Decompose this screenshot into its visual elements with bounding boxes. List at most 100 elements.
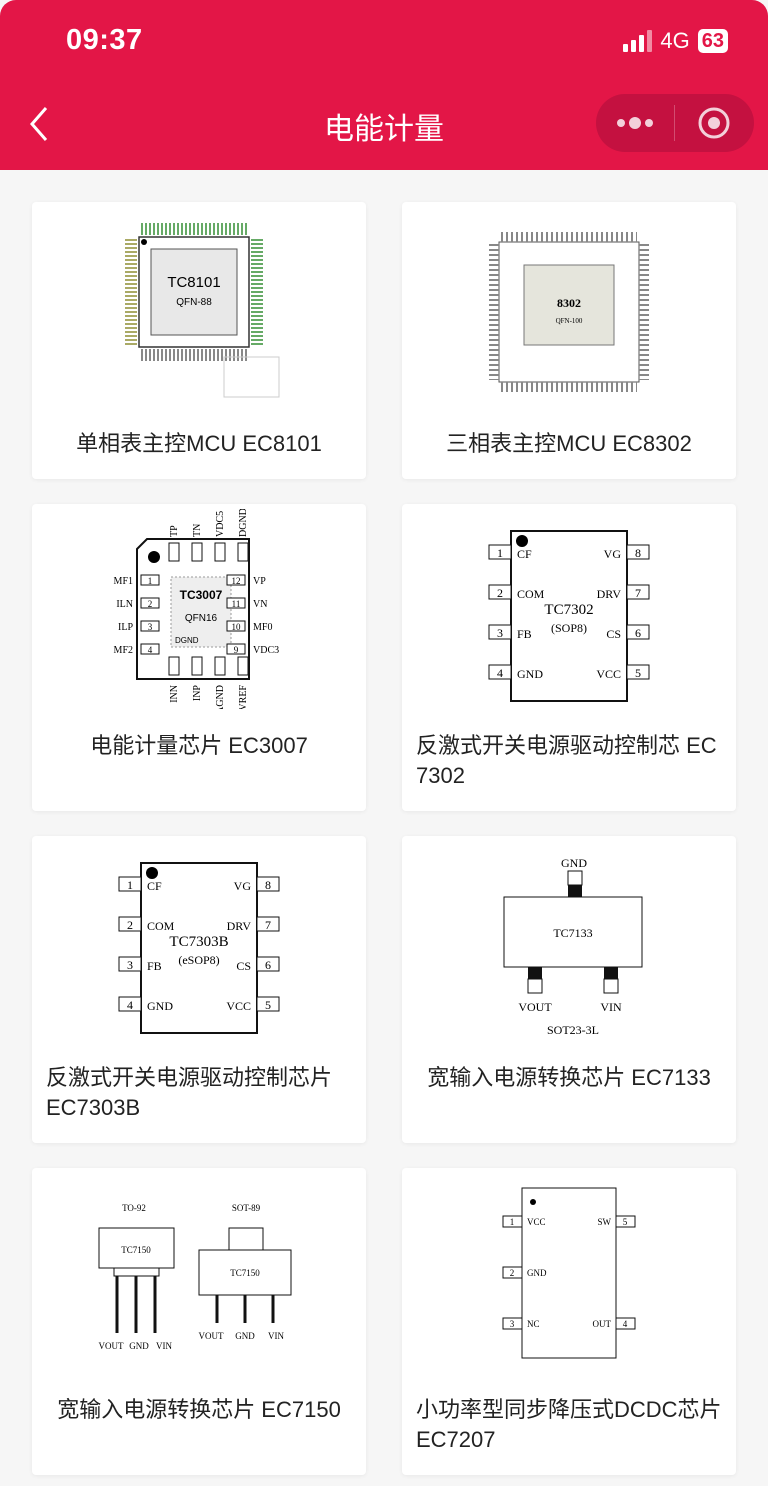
capsule-divider [674, 105, 675, 141]
back-button[interactable] [22, 104, 58, 144]
product-title: 电能计量芯片 EC3007 [90, 733, 308, 758]
chip-diagram-label: GND [235, 1331, 255, 1341]
chip-diagram-label: GND [561, 856, 587, 870]
product-image: TC8101 QFN-88 [32, 207, 366, 407]
chip-diagram-label: 3 [510, 1319, 515, 1329]
chip-diagram-label: AGND [215, 685, 226, 709]
chip-diagram-label: 5 [623, 1217, 628, 1227]
chip-diagram-label: 6 [635, 626, 641, 640]
chip-diagram-label: 1 [127, 878, 133, 892]
product-grid: TC8101 QFN-88 单相表主控MCU EC8101 8302 QFN-1… [32, 202, 736, 1475]
chip-diagram-label: COM [517, 587, 545, 601]
close-button[interactable] [675, 94, 753, 152]
chip-diagram-label: 1 [148, 576, 153, 586]
target-icon [698, 107, 730, 139]
chip-diagram-label: COM [147, 919, 175, 933]
chip-diagram-label: SW [598, 1217, 612, 1227]
chip-diagram-label: VG [604, 547, 622, 561]
mini-program-capsule [596, 94, 754, 152]
product-card[interactable]: GND TC7133 VOUT VIN SOT23-3L 宽输入电源转换芯片 E… [402, 836, 736, 1143]
product-title: 宽输入电源转换芯片 EC7133 [427, 1065, 711, 1090]
chip-diagram-label: DGND [238, 509, 249, 537]
chip-diagram-label: (SOP8) [551, 621, 587, 635]
chip-diagram-label: TN [192, 524, 203, 537]
product-title: 单相表主控MCU EC8101 [76, 431, 322, 456]
chip-diagram-label: 4 [148, 645, 153, 655]
chip-diagram-label: 11 [232, 599, 241, 609]
chip-diagram-label: CS [236, 959, 251, 973]
chip-diagram-label: 6 [265, 958, 271, 972]
chip-diagram-label: 2 [497, 586, 503, 600]
chip-diagram-label: OUT [593, 1319, 612, 1329]
chip-diagram-label: SOT23-3L [547, 1023, 599, 1037]
chip-diagram-label: TO-92 [122, 1203, 146, 1213]
chip-diagram-label: DRV [227, 919, 252, 933]
chip-diagram-label: 2 [148, 599, 153, 609]
chip-diagram-label: MF2 [114, 645, 133, 656]
chip-diagram-label: INN [169, 685, 180, 703]
chip-diagram-label: QFN-88 [176, 297, 212, 308]
chip-diagram-label: FB [517, 627, 532, 641]
chip-diagram-label: VOUT [199, 1331, 224, 1341]
chip-diagram-label: 1 [510, 1217, 515, 1227]
chip-diagram-label: TC7303B [169, 934, 228, 950]
chip-diagram-label: TC7302 [544, 602, 593, 618]
chip-diagram-label: 10 [232, 622, 242, 632]
chip-diagram-label: NC [527, 1319, 540, 1329]
chip-diagram-label: VREF [238, 685, 249, 709]
chip-diagram-label: SOT-89 [232, 1203, 261, 1213]
chip-diagram-label: (eSOP8) [178, 953, 219, 967]
product-title: 小功率型同步降压式DCDC芯片 EC7207 [416, 1397, 722, 1452]
chip-diagram-label: GND [129, 1341, 149, 1351]
chip-diagram-label: GND [147, 999, 173, 1013]
chip-diagram-label: VOUT [518, 1000, 552, 1014]
chip-diagram-label: TC7150 [121, 1245, 151, 1255]
chip-diagram-label: VDC5 [215, 511, 226, 537]
product-title: 宽输入电源转换芯片 EC7150 [57, 1397, 341, 1422]
chip-diagram-label: 12 [232, 576, 241, 586]
chip-diagram-label: MF1 [114, 576, 133, 587]
chip-diagram-label: TC7133 [553, 926, 592, 940]
chip-diagram-label: DRV [597, 587, 622, 601]
chip-diagram-label: 9 [234, 645, 239, 655]
chip-diagram-label: MF0 [253, 622, 272, 633]
chip-diagram-label: 8 [265, 878, 271, 892]
network-label: 4G [660, 28, 690, 53]
status-time: 09:37 [66, 24, 143, 56]
chip-diagram-label: VCC [527, 1217, 546, 1227]
page-title: 电能计量 [324, 113, 444, 146]
chip-diagram-label: CF [147, 879, 162, 893]
chip-diagram-label: VCC [226, 999, 251, 1013]
chip-diagram-label: ILN [116, 599, 133, 610]
chip-diagram-label: GND [517, 667, 543, 681]
chip-diagram-label: TC8101 [167, 274, 220, 291]
chip-diagram-label: INP [192, 685, 203, 702]
battery-icon: 63 [697, 29, 728, 53]
product-card[interactable]: 8302 QFN-100 三相表主控MCU EC8302 [402, 202, 736, 479]
product-image: GND TC7133 VOUT VIN SOT23-3L [402, 841, 736, 1041]
chip-diagram-label: 8 [635, 546, 641, 560]
chip-diagram-label: QFN16 [185, 613, 218, 624]
chip-diagram-label: VP [253, 576, 266, 587]
header: 09:37 4G 63 电能计量 [0, 0, 768, 170]
chip-diagram-label: VDC3 [253, 645, 279, 656]
chip-diagram-label: 2 [127, 918, 133, 932]
more-button[interactable] [596, 94, 674, 152]
more-icon [617, 117, 653, 129]
chip-diagram-label: 5 [635, 666, 641, 680]
chip-diagram-label: FB [147, 959, 162, 973]
chip-diagram-label: VG [234, 879, 252, 893]
product-card[interactable]: TC8101 QFN-88 单相表主控MCU EC8101 [32, 202, 366, 479]
product-title: 反激式开关电源驱动控制芯片 EC7303B [46, 1065, 333, 1120]
chip-diagram-label: VIN [156, 1341, 172, 1351]
chip-diagram-label: 1 [497, 546, 503, 560]
chip-diagram-label: VN [253, 599, 267, 610]
